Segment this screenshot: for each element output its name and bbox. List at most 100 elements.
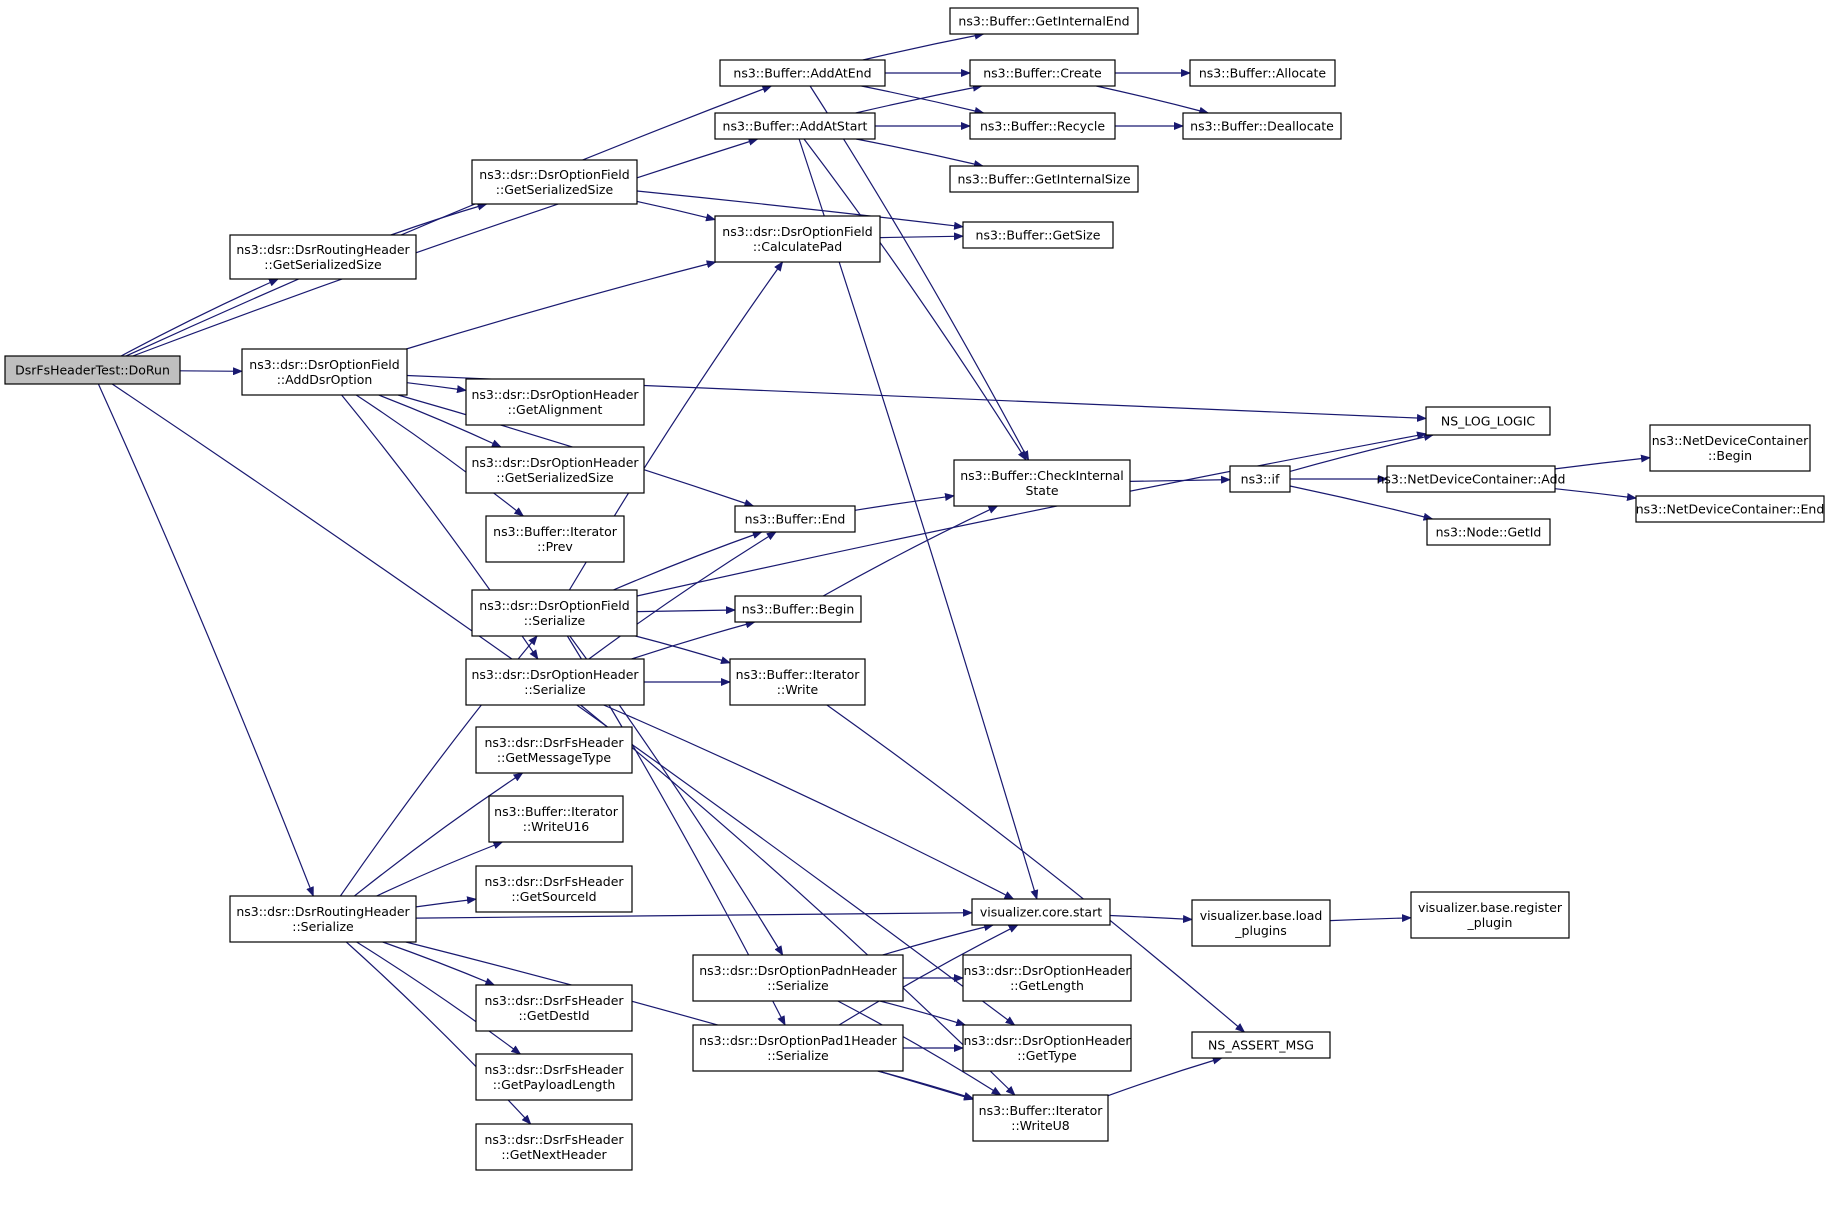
node-box-GetAlignment[interactable] bbox=[465, 378, 645, 426]
node-box-NS_ASSERT_MSG[interactable] bbox=[1191, 1031, 1331, 1059]
node-box-GetInternalSize[interactable] bbox=[949, 165, 1139, 193]
edge-load_plugins-to-register_plugin bbox=[1329, 914, 1412, 923]
node-Create[interactable]: ns3::Buffer::Create bbox=[969, 59, 1116, 87]
node-OF_GetSerializedSize[interactable]: ns3::dsr::DsrOptionField::GetSerializedS… bbox=[471, 159, 638, 205]
node-OF_Serialize[interactable]: ns3::dsr::DsrOptionField::Serialize bbox=[471, 589, 638, 637]
node-box-GetNextHeader[interactable] bbox=[475, 1123, 633, 1171]
node-GetSize[interactable]: ns3::Buffer::GetSize bbox=[962, 221, 1114, 249]
node-NS_ASSERT_MSG[interactable]: NS_ASSERT_MSG bbox=[1191, 1031, 1331, 1059]
node-box-OH_Serialize[interactable] bbox=[465, 658, 645, 706]
node-register_plugin[interactable]: visualizer.base.register_plugin bbox=[1410, 891, 1570, 939]
node-Write[interactable]: ns3::Buffer::Iterator::Write bbox=[729, 658, 866, 706]
node-AddAtStart[interactable]: ns3::Buffer::AddAtStart bbox=[714, 112, 876, 140]
node-AddAtEnd[interactable]: ns3::Buffer::AddAtEnd bbox=[719, 59, 886, 87]
node-OH_Serialize[interactable]: ns3::dsr::DsrOptionHeader::Serialize bbox=[465, 658, 645, 706]
node-Allocate[interactable]: ns3::Buffer::Allocate bbox=[1189, 59, 1336, 87]
node-box-Begin[interactable] bbox=[734, 595, 862, 623]
node-box-load_plugins[interactable] bbox=[1191, 899, 1331, 947]
node-box-GetPayloadLength[interactable] bbox=[475, 1053, 633, 1101]
node-Pad1_Serialize[interactable]: ns3::dsr::DsrOptionPad1Header::Serialize bbox=[692, 1024, 904, 1072]
node-NDC_Add[interactable]: ns3::NetDeviceContainer::Add bbox=[1377, 465, 1566, 493]
node-OH_GetSerializedSize[interactable]: ns3::dsr::DsrOptionHeader::GetSerialized… bbox=[465, 446, 645, 494]
node-box-PadN_Serialize[interactable] bbox=[692, 954, 904, 1002]
node-GetInternalSize[interactable]: ns3::Buffer::GetInternalSize bbox=[949, 165, 1139, 193]
node-label-GetType-line1: ::GetType bbox=[1017, 1048, 1077, 1063]
node-box-GetDestId[interactable] bbox=[475, 984, 633, 1032]
node-GetInternalEnd[interactable]: ns3::Buffer::GetInternalEnd bbox=[949, 7, 1139, 35]
node-box-if[interactable] bbox=[1229, 465, 1291, 493]
node-box-GetType[interactable] bbox=[962, 1024, 1132, 1072]
node-GetType[interactable]: ns3::dsr::DsrOptionHeader::GetType bbox=[962, 1024, 1132, 1072]
node-box-Deallocate[interactable] bbox=[1182, 112, 1342, 140]
node-box-register_plugin[interactable] bbox=[1410, 891, 1570, 939]
node-box-core_start[interactable] bbox=[971, 898, 1111, 926]
edge-OF_Serialize-to-End bbox=[613, 531, 763, 591]
edge-Create-to-Deallocate bbox=[1096, 85, 1210, 115]
node-box-RH_Serialize[interactable] bbox=[229, 895, 417, 943]
node-CalculatePad[interactable]: ns3::dsr::DsrOptionField::CalculatePad bbox=[714, 215, 881, 263]
node-Recycle[interactable]: ns3::Buffer::Recycle bbox=[969, 112, 1116, 140]
node-GetDestId[interactable]: ns3::dsr::DsrFsHeader::GetDestId bbox=[475, 984, 633, 1032]
node-box-Allocate[interactable] bbox=[1189, 59, 1336, 87]
node-box-Pad1_Serialize[interactable] bbox=[692, 1024, 904, 1072]
node-box-GetSize[interactable] bbox=[962, 221, 1114, 249]
node-WriteU16[interactable]: ns3::Buffer::Iterator::WriteU16 bbox=[488, 795, 624, 843]
node-box-AddAtStart[interactable] bbox=[714, 112, 876, 140]
node-WriteU8[interactable]: ns3::Buffer::Iterator::WriteU8 bbox=[972, 1094, 1109, 1142]
node-PadN_Serialize[interactable]: ns3::dsr::DsrOptionPadnHeader::Serialize bbox=[692, 954, 904, 1002]
node-box-AddDsrOption[interactable] bbox=[241, 348, 408, 396]
node-box-End[interactable] bbox=[734, 505, 856, 533]
node-Node_GetId[interactable]: ns3::Node::GetId bbox=[1426, 518, 1551, 546]
node-DoRun[interactable]: DsrFsHeaderTest::DoRun bbox=[4, 355, 181, 385]
node-box-GetInternalEnd[interactable] bbox=[949, 7, 1139, 35]
node-label-CalculatePad-line1: ::CalculatePad bbox=[753, 239, 842, 254]
node-Prev[interactable]: ns3::Buffer::Iterator::Prev bbox=[485, 515, 625, 563]
node-core_start[interactable]: visualizer.core.start bbox=[971, 898, 1111, 926]
node-box-OH_GetSerializedSize[interactable] bbox=[465, 446, 645, 494]
node-Begin[interactable]: ns3::Buffer::Begin bbox=[734, 595, 862, 623]
node-box-WriteU16[interactable] bbox=[488, 795, 624, 843]
node-box-OF_GetSerializedSize[interactable] bbox=[471, 159, 638, 205]
node-box-NDC_Add[interactable] bbox=[1386, 465, 1556, 493]
node-label-Prev-line0: ns3::Buffer::Iterator bbox=[493, 524, 618, 539]
node-End[interactable]: ns3::Buffer::End bbox=[734, 505, 856, 533]
node-NDC_Begin[interactable]: ns3::NetDeviceContainer::Begin bbox=[1649, 424, 1811, 472]
node-GetLength[interactable]: ns3::dsr::DsrOptionHeader::GetLength bbox=[962, 954, 1132, 1002]
node-box-NS_LOG_LOGIC[interactable] bbox=[1425, 406, 1551, 436]
node-box-WriteU8[interactable] bbox=[972, 1094, 1109, 1142]
node-box-AddAtEnd[interactable] bbox=[719, 59, 886, 87]
node-box-CheckInternalState[interactable] bbox=[953, 459, 1131, 507]
node-box-GetMessageType[interactable] bbox=[475, 726, 633, 774]
node-box-Write[interactable] bbox=[729, 658, 866, 706]
node-GetPayloadLength[interactable]: ns3::dsr::DsrFsHeader::GetPayloadLength bbox=[475, 1053, 633, 1101]
node-box-NDC_End[interactable] bbox=[1635, 495, 1825, 523]
node-box-GetSourceId[interactable] bbox=[475, 865, 633, 913]
node-load_plugins[interactable]: visualizer.base.load_plugins bbox=[1191, 899, 1331, 947]
node-box-Prev[interactable] bbox=[485, 515, 625, 563]
node-GetSourceId[interactable]: ns3::dsr::DsrFsHeader::GetSourceId bbox=[475, 865, 633, 913]
node-GetMessageType[interactable]: ns3::dsr::DsrFsHeader::GetMessageType bbox=[475, 726, 633, 774]
node-box-CalculatePad[interactable] bbox=[714, 215, 881, 263]
node-GetNextHeader[interactable]: ns3::dsr::DsrFsHeader::GetNextHeader bbox=[475, 1123, 633, 1171]
node-box-GetLength[interactable] bbox=[962, 954, 1132, 1002]
node-AddDsrOption[interactable]: ns3::dsr::DsrOptionField::AddDsrOption bbox=[241, 348, 408, 396]
node-NS_LOG_LOGIC[interactable]: NS_LOG_LOGIC bbox=[1425, 406, 1551, 436]
node-if[interactable]: ns3::if bbox=[1229, 465, 1291, 493]
node-box-OF_Serialize[interactable] bbox=[471, 589, 638, 637]
node-box-DoRun[interactable] bbox=[4, 355, 181, 385]
node-label-GetInternalSize-line0: ns3::Buffer::GetInternalSize bbox=[957, 172, 1130, 187]
node-Deallocate[interactable]: ns3::Buffer::Deallocate bbox=[1182, 112, 1342, 140]
edge-RH_Serialize-to-GetSourceId bbox=[415, 896, 477, 908]
node-GetAlignment[interactable]: ns3::dsr::DsrOptionHeader::GetAlignment bbox=[465, 378, 645, 426]
node-box-RH_GetSerializedSize[interactable] bbox=[229, 234, 417, 280]
node-box-NDC_Begin[interactable] bbox=[1649, 424, 1811, 472]
node-NDC_End[interactable]: ns3::NetDeviceContainer::End bbox=[1635, 495, 1825, 523]
node-RH_Serialize[interactable]: ns3::dsr::DsrRoutingHeader::Serialize bbox=[229, 895, 417, 943]
node-RH_GetSerializedSize[interactable]: ns3::dsr::DsrRoutingHeader::GetSerialize… bbox=[229, 234, 417, 280]
node-box-Create[interactable] bbox=[969, 59, 1116, 87]
node-label-WriteU16-line0: ns3::Buffer::Iterator bbox=[494, 804, 619, 819]
edge-DoRun-to-AddDsrOption bbox=[179, 367, 243, 376]
node-box-Node_GetId[interactable] bbox=[1426, 518, 1551, 546]
node-box-Recycle[interactable] bbox=[969, 112, 1116, 140]
